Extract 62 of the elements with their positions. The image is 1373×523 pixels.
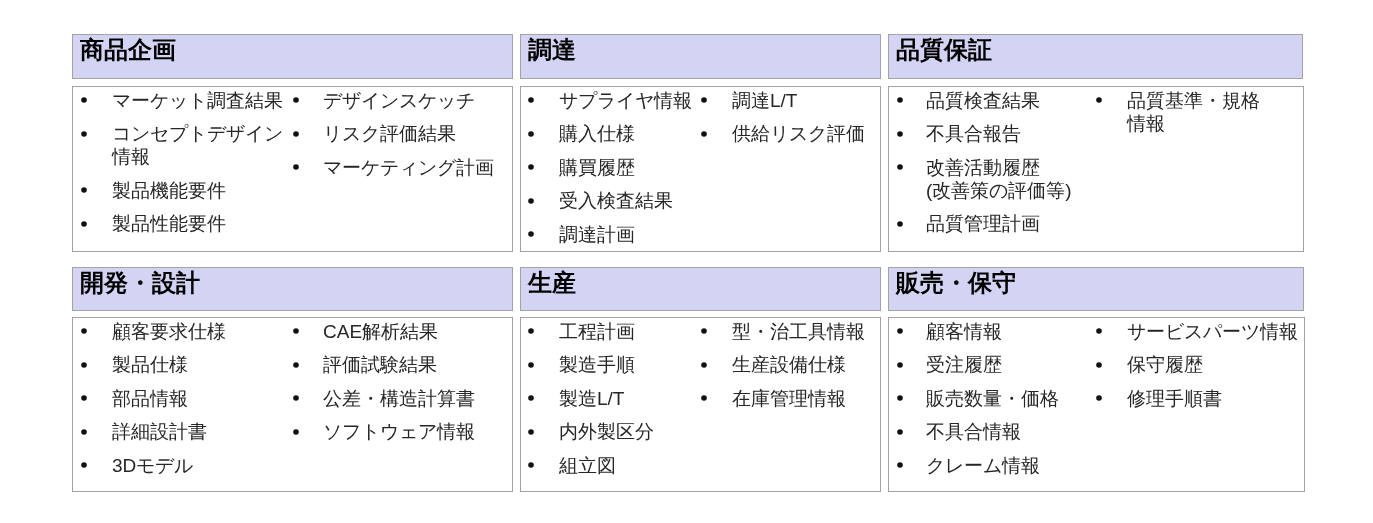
list-item: 受注履歴 [926,354,1002,375]
list-item: 製造L/T [559,387,625,409]
header-box [888,34,1303,79]
header-box [520,267,881,311]
list-box [888,86,1304,252]
list-item: サプライヤ情報 [559,89,692,111]
list-box [72,86,513,252]
list-item: 評価試験結果 [323,354,437,375]
list-item: 製造手順 [559,354,635,375]
list-box [888,317,1305,492]
list-item: 部品情報 [112,387,188,409]
header-title: 調達 [528,35,576,65]
header-title: 商品企画 [80,35,176,65]
list-item: クレーム情報 [926,454,1040,476]
list-item: 生産設備仕様 [732,354,846,375]
list-item: 公差・構造計算書 [323,387,475,409]
list-item: 調達L/T [732,89,798,111]
list-item: 購買履歴 [559,156,635,178]
list-item: 品質検査結果 [926,89,1040,111]
header-title: 品質保証 [896,35,992,65]
list-item: 販売数量・価格 [926,387,1059,409]
header-title: 販売・保守 [896,268,1016,298]
list-item: 供給リスク評価 [732,123,865,144]
list-item: 顧客情報 [926,320,1002,342]
header-box [72,267,513,311]
list-item: マーケティング計画 [323,156,494,178]
list-item: 受入検査結果 [559,190,673,211]
header-box [520,34,881,79]
list-item: 顧客要求仕様 [112,320,226,342]
list-item: 不具合情報 [926,421,1021,442]
list-item: 保守履歴 [1127,354,1203,375]
list-item: CAE解析結果 [323,320,439,342]
header-title: 開発・設計 [80,268,200,298]
list-item: 品質管理計画 [926,213,1040,234]
list-item: 詳細設計書 [112,421,207,442]
header-box [72,34,513,79]
header-box [888,267,1304,311]
list-box [520,86,881,252]
list-item: 製品仕様 [112,354,188,375]
list-item: ソフトウェア情報 [323,421,475,442]
list-item: コンセプトデザイン情報 [112,123,283,167]
list-item: 3Dモデル [112,454,194,476]
list-item: 品質基準・規格情報 [1127,89,1260,134]
list-item: 組立図 [559,454,616,476]
list-item: 不具合報告 [926,123,1021,144]
list-item: 製品機能要件 [112,179,226,201]
list-item: 工程計画 [559,320,635,342]
list-item: リスク評価結果 [323,123,456,144]
header-title: 生産 [528,268,576,298]
list-item: 購入仕様 [559,123,635,144]
list-item: 調達計画 [559,223,635,245]
list-item: 型・治工具情報 [732,320,865,342]
list-box [520,317,881,492]
list-item: サービスパーツ情報 [1127,320,1298,342]
list-item: 製品性能要件 [112,213,226,234]
list-item: 修理手順書 [1127,387,1222,409]
list-item: デザインスケッチ [323,89,475,111]
list-item: 内外製区分 [559,421,654,442]
list-item: マーケット調査結果 [112,89,283,111]
list-item: 改善活動履歴(改善策の評価等) [926,156,1072,201]
list-item: 在庫管理情報 [732,387,846,409]
list-box [72,317,513,492]
